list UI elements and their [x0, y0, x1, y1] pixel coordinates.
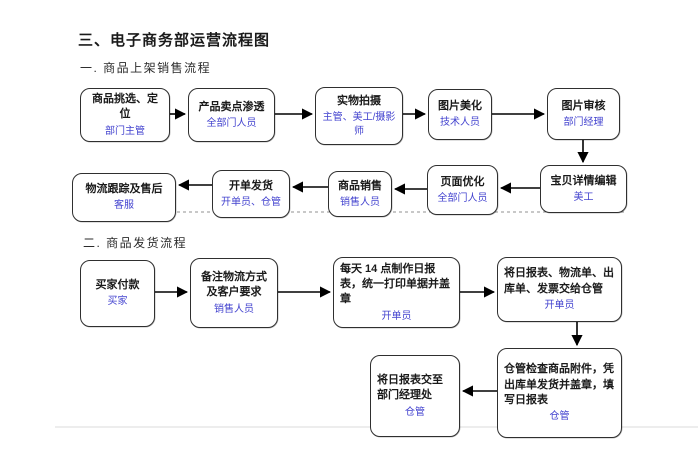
step-role: 销售人员: [340, 196, 380, 208]
step-role: 全部门人员: [206, 117, 257, 129]
step-role: 美工: [573, 191, 594, 203]
step-role: 仓管: [405, 406, 425, 418]
step-note-logistics: 备注物流方式及客户要求 销售人员: [190, 258, 278, 328]
step-daily-report: 每天 14 点制作日报表，统一打印单据并盖章 开单员: [333, 257, 460, 328]
step-role: 开单员: [381, 310, 412, 322]
step-label: 每天 14 点制作日报表，统一打印单据并盖章: [340, 262, 450, 306]
step-docs-to-warehouse: 将日报表、物流单、出库单、发票交给仓管 开单员: [497, 257, 622, 322]
step-role: 仓管: [549, 411, 570, 423]
step-label: 将日报表交至部门经理处: [377, 373, 443, 402]
step-label: 页面优化: [440, 175, 485, 188]
step-image-review: 图片审核 部门经理: [547, 88, 620, 140]
section-heading-shipping-flow: 二. 商品发货流程: [83, 236, 188, 250]
step-label: 将日报表、物流单、出库单、发票交给仓管: [504, 267, 614, 295]
step-role: 技术人员: [440, 117, 480, 129]
step-label: 物流跟踪及售后: [85, 183, 163, 196]
step-label: 图片审核: [561, 99, 606, 112]
step-photo-shoot: 实物拍摄 主管、美工/摄影师: [315, 87, 403, 145]
step-label: 实物拍摄: [337, 94, 381, 107]
step-role: 买家: [107, 296, 128, 308]
step-role: 部门主管: [105, 125, 145, 137]
step-label: 宝贝详情编辑: [550, 174, 617, 187]
step-selling-point: 产品卖点渗透 全部门人员: [188, 88, 275, 142]
step-order-shipping: 开单发货 开单员、仓管: [212, 170, 290, 218]
step-label: 仓管检查商品附件，凭出库单发货并盖章，填写日报表: [504, 363, 614, 406]
step-role: 全部门人员: [437, 192, 488, 204]
step-report-to-manager: 将日报表交至部门经理处 仓管: [370, 355, 460, 437]
step-role: 开单员: [544, 300, 575, 312]
step-buyer-payment: 买家付款 买家: [80, 260, 155, 327]
step-product-sales: 商品销售 销售人员: [328, 171, 392, 217]
section-heading-listing-flow: 一. 商品上架销售流程: [80, 61, 212, 75]
step-label: 商品销售: [338, 179, 382, 192]
step-label: 商品挑选、定位: [92, 92, 158, 121]
step-role: 主管、美工/摄影师: [322, 112, 396, 137]
step-label: 开单发货: [229, 179, 273, 192]
step-label: 产品卖点渗透: [198, 100, 265, 113]
step-role: 部门经理: [563, 116, 604, 128]
step-role: 客服: [114, 200, 134, 212]
step-label: 备注物流方式及客户要求: [201, 270, 267, 299]
step-role: 开单员、仓管: [221, 196, 281, 208]
step-label: 图片美化: [438, 100, 482, 113]
step-logistics-aftersale: 物流跟踪及售后 客服: [72, 173, 176, 222]
step-page-optimize: 页面优化 全部门人员: [427, 165, 498, 215]
step-warehouse-check: 仓管检查商品附件，凭出库单发货并盖章，填写日报表 仓管: [497, 348, 622, 438]
step-role: 销售人员: [214, 303, 254, 315]
step-detail-edit: 宝贝详情编辑 美工: [540, 165, 627, 213]
step-product-selection: 商品挑选、定位 部门主管: [80, 88, 170, 142]
step-label: 买家付款: [95, 279, 140, 292]
page-title: 三、电子商务部运营流程图: [78, 32, 271, 49]
step-image-beautify: 图片美化 技术人员: [428, 89, 492, 140]
